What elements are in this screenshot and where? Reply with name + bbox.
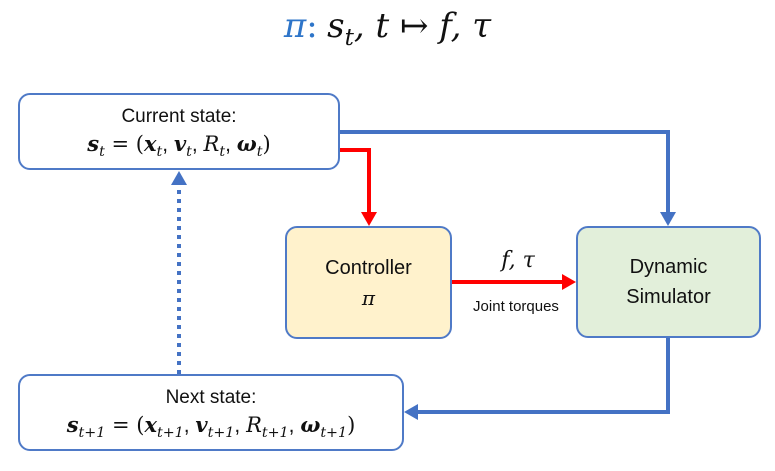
current-state-box: Current state: st = (xt, vt, Rt, ωt)	[18, 93, 340, 170]
arrow-current-to-controller	[340, 148, 371, 212]
current-state-label: Current state:	[121, 106, 237, 127]
policy-colon: :	[306, 6, 318, 46]
next-state-equation: st+1 = (xt+1, vt+1, Rt+1, ωt+1)	[66, 412, 356, 441]
simulator-label-line1: Dynamic	[629, 256, 708, 278]
arrowhead-simulator-top	[660, 212, 676, 226]
arrow-current-to-simulator	[340, 130, 670, 212]
arrowhead-simulator-left	[562, 274, 576, 290]
controller-symbol: π	[361, 285, 376, 310]
next-state-label: Next state:	[165, 387, 257, 408]
arrowhead-next-right	[404, 404, 418, 420]
force-torque-label: f, τ	[501, 248, 535, 273]
arrowhead-current-bottom	[171, 171, 187, 185]
controller-label: Controller	[325, 256, 412, 279]
controller-box: Controller π	[285, 226, 452, 339]
current-state-equation: st = (xt, vt, Rt, ωt)	[87, 131, 271, 160]
policy-symbol: π	[283, 6, 307, 46]
policy-equation: π: st, t ↦ f, τ	[0, 6, 775, 52]
next-state-box: Next state: st+1 = (xt+1, vt+1, Rt+1, ωt…	[18, 374, 404, 451]
arrow-simulator-to-next	[418, 338, 670, 414]
arrowhead-controller-top	[361, 212, 377, 226]
joint-torques-caption: Joint torques	[473, 298, 559, 315]
state-symbol: st	[327, 6, 354, 52]
policy-mapping: , t ↦ f, τ	[353, 6, 492, 46]
simulator-label-line2: Simulator	[626, 286, 711, 308]
simulator-box: Dynamic Simulator	[576, 226, 761, 338]
